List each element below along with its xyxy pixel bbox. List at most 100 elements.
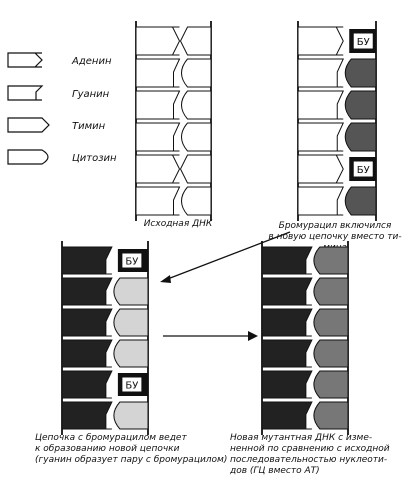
arrow-line-to-third (164, 231, 291, 281)
base-cytosine (113, 308, 149, 337)
base-pair (261, 277, 349, 306)
base-cytosine (113, 401, 149, 430)
bu-label: БУ (357, 37, 370, 48)
arrowhead-icon (160, 275, 171, 283)
panel-caption: Новая мутантная ДНК с изме- (230, 433, 372, 443)
base-cytosine (113, 339, 149, 368)
base-cytosine-new (313, 370, 349, 399)
base-pair (135, 26, 212, 56)
base-cytosine (181, 58, 212, 88)
base-cytosine-new (313, 339, 349, 368)
base-cytosine-new (313, 401, 349, 430)
base-cytosine (113, 277, 149, 306)
base-pair (261, 401, 349, 430)
base-guanine-new (61, 370, 113, 399)
legend-item-guanine: Гуанин (7, 85, 110, 101)
base-pair (297, 122, 377, 152)
base-pair (61, 401, 149, 430)
base-pair (61, 277, 149, 306)
panel-caption: последовательностью нуклеоти- (230, 455, 387, 465)
base-thymine (179, 26, 212, 56)
base-pair (261, 246, 349, 275)
bu-tag (352, 32, 374, 50)
base-pair (135, 154, 212, 184)
base-guanine-new (61, 401, 113, 430)
legend-item-adenine: Аденин (7, 52, 112, 68)
base-pair: БУ (61, 370, 148, 399)
bu-label: БУ (357, 165, 370, 176)
base-pair: БУ (297, 154, 376, 184)
base-pair (261, 370, 349, 399)
panel-caption: Бромурацил включился (279, 221, 392, 231)
base-guanine (297, 122, 345, 152)
base-pair (297, 186, 377, 216)
panel-caption: к образованию новой цепочки (35, 444, 180, 454)
base-pair: БУ (297, 26, 376, 56)
base-adenine (297, 26, 344, 56)
base-adenine (297, 154, 344, 184)
legend-label: Цитозин (72, 153, 117, 164)
base-pair (135, 186, 212, 216)
panel-caption: в новую цепочку вместо ти- (268, 232, 401, 242)
legend-label: Гуанин (72, 89, 110, 100)
base-pair: БУ (61, 246, 148, 275)
base-guanine (297, 186, 345, 216)
adenine-icon (7, 52, 43, 68)
base-cytosine (181, 90, 212, 120)
base-guanine-new (261, 370, 313, 399)
base-pair (61, 308, 149, 337)
panel-caption: дов (ГЦ вместо АТ) (229, 466, 320, 476)
base-guanine-new (261, 246, 313, 275)
base-pair (135, 58, 212, 88)
base-pair (61, 339, 149, 368)
base-pair (297, 90, 377, 120)
base-pair (261, 339, 349, 368)
panel-caption: ненной по сравнению с исходной (230, 444, 390, 454)
bu-tag (352, 160, 374, 178)
base-cytosine-new (344, 186, 377, 216)
base-guanine-new (261, 308, 313, 337)
base-thymine (179, 154, 212, 184)
base-guanine-new (61, 339, 113, 368)
panel-caption: Цепочка с бромурацилом ведет (35, 433, 187, 443)
arrowhead-icon (248, 331, 258, 341)
base-cytosine-new (313, 277, 349, 306)
base-guanine-new (261, 401, 313, 430)
base-pair (135, 122, 212, 152)
legend-label: Аденин (71, 56, 112, 67)
base-guanine (297, 90, 345, 120)
base-guanine-new (261, 339, 313, 368)
base-adenine (135, 154, 181, 184)
dna-panel-mutant: Новая мутантная ДНК с изме-ненной по сра… (229, 241, 390, 476)
bu-tag (121, 376, 143, 393)
legend-label: Тимин (72, 121, 106, 132)
thymine-icon (7, 117, 50, 133)
bu-tag (121, 252, 143, 269)
base-guanine-new (61, 308, 113, 337)
base-cytosine-new (313, 246, 349, 275)
base-guanine (135, 122, 181, 152)
panel-caption: (гуанин образует пару с бромурацилом) (35, 455, 227, 465)
dna-panel-original: Исходная ДНК (135, 21, 213, 229)
base-cytosine (181, 122, 212, 152)
base-guanine (135, 90, 181, 120)
legend-item-thymine: Тимин (7, 117, 106, 133)
cytosine-icon (7, 149, 49, 165)
base-cytosine-new (344, 122, 377, 152)
base-pair (261, 308, 349, 337)
base-cytosine-new (344, 58, 377, 88)
base-adenine (135, 26, 181, 56)
base-pair (135, 90, 212, 120)
base-guanine (297, 58, 345, 88)
base-cytosine-new (344, 90, 377, 120)
base-cytosine-new (313, 308, 349, 337)
base-guanine (135, 186, 181, 216)
base-guanine (135, 58, 181, 88)
bu-label: БУ (125, 381, 138, 392)
arrows (160, 231, 291, 341)
guanine-icon (7, 85, 44, 101)
